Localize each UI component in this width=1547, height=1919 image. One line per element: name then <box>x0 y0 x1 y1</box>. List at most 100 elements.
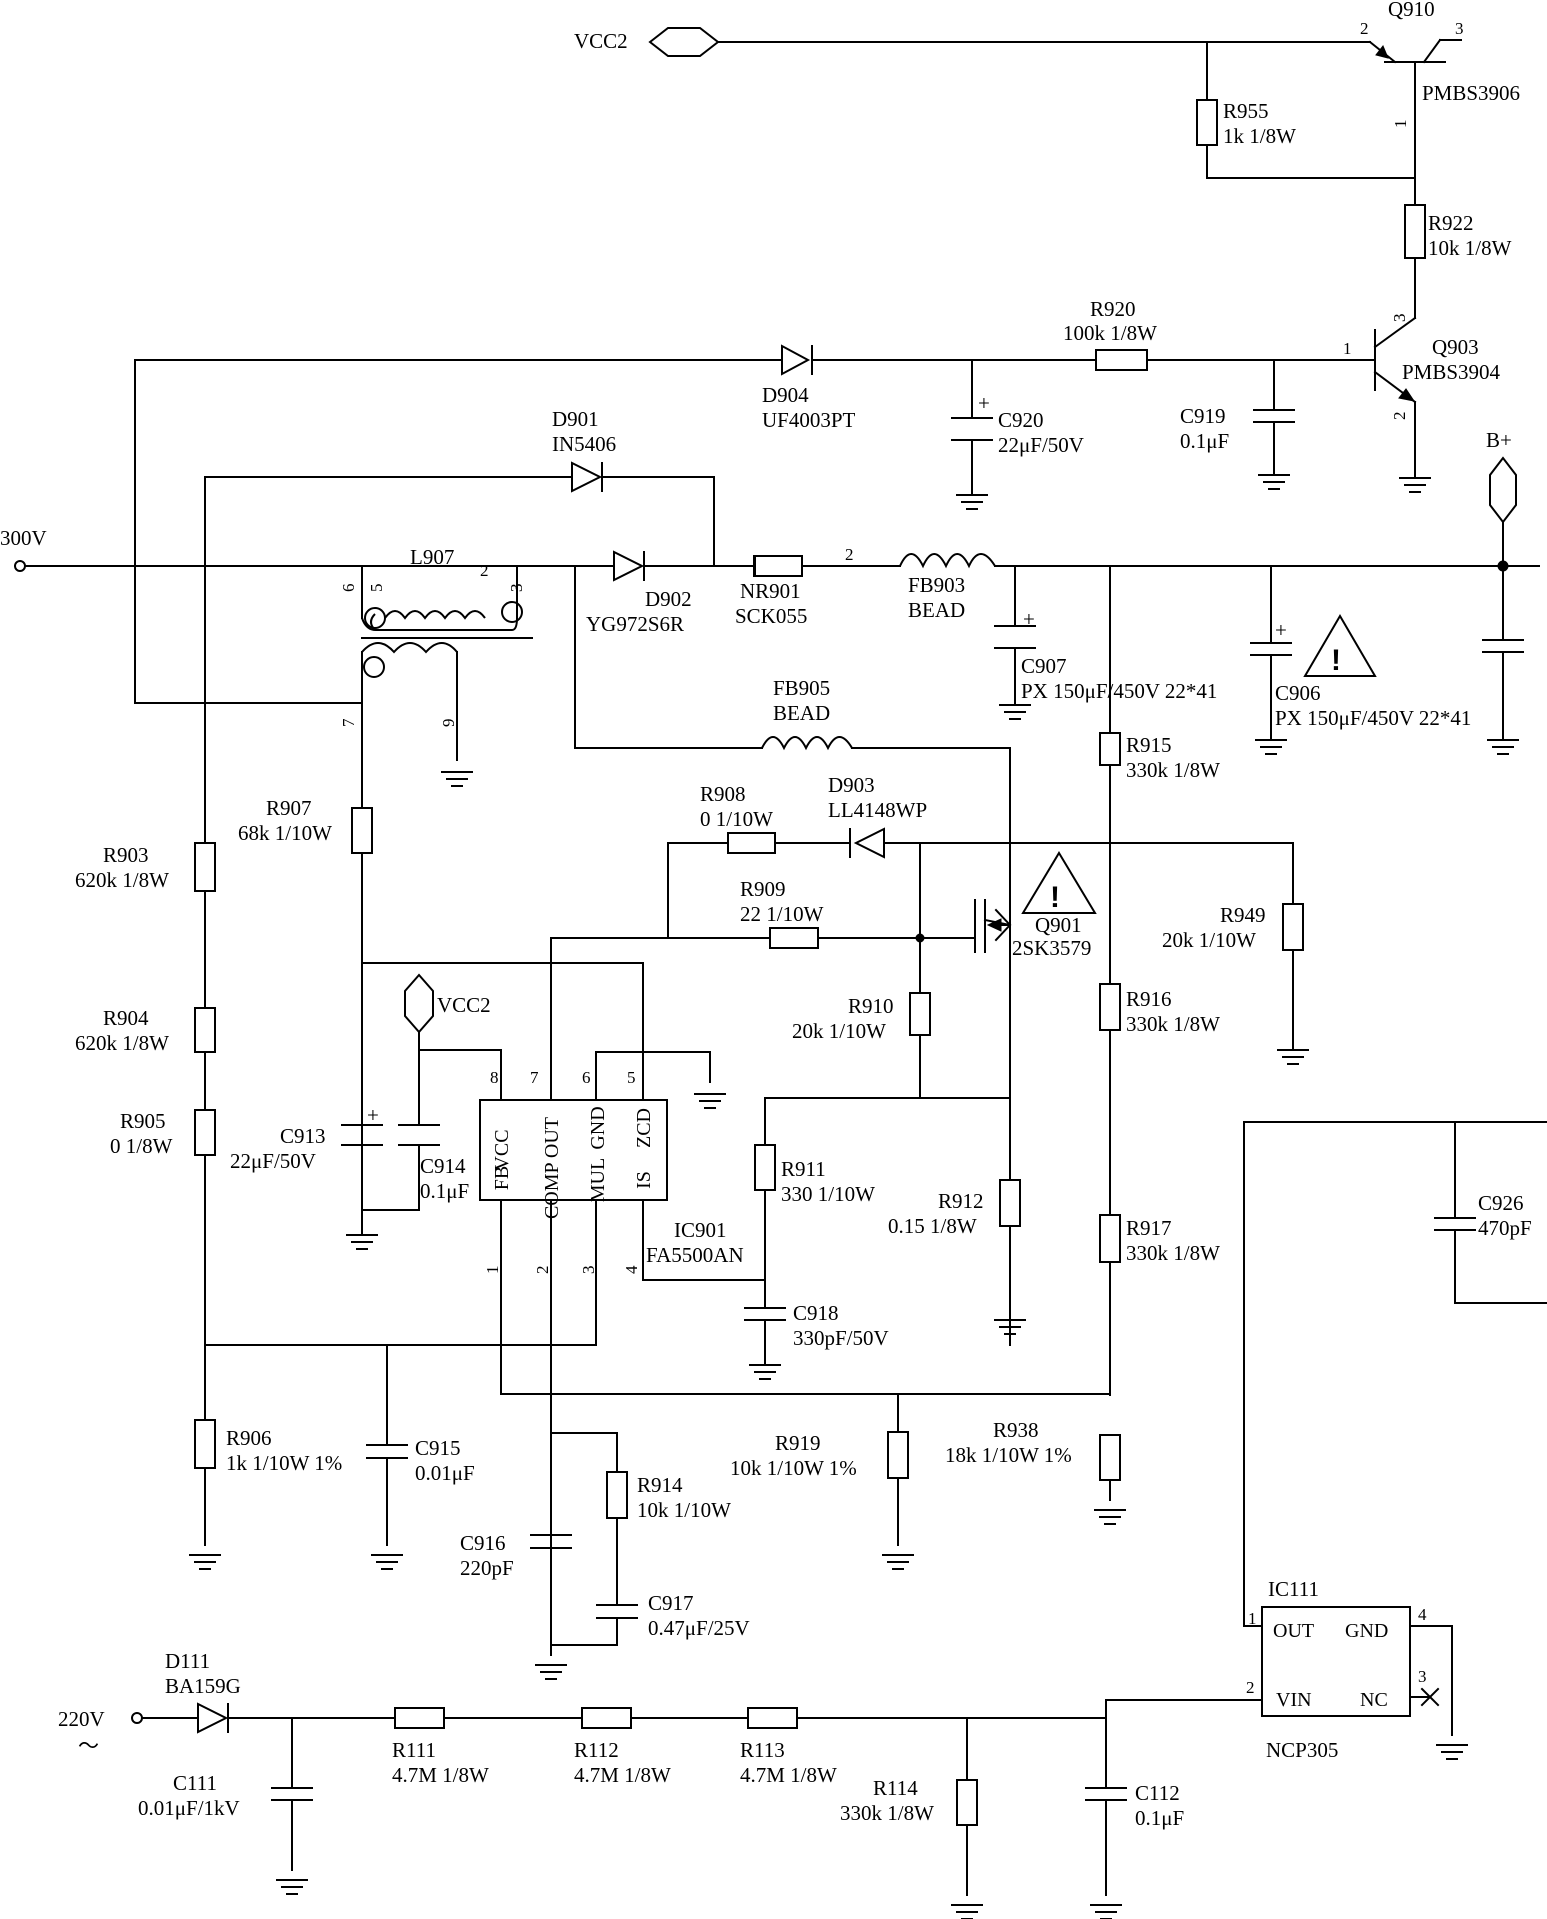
symbols <box>14 27 1524 1919</box>
polarity-plus: + <box>978 391 990 415</box>
part-value: 4.7M 1/8W <box>574 1763 671 1787</box>
part-value: 0 1/8W <box>110 1134 173 1158</box>
part-ref: R915 <box>1126 733 1172 757</box>
part-value: 620k 1/8W <box>75 868 169 892</box>
ic901-pin-8: 8 <box>490 1068 499 1087</box>
ic901-pin-name: MUL <box>587 1158 609 1202</box>
pin-label: 1 <box>1343 339 1352 358</box>
ic111-pin-name: GND <box>1345 1620 1388 1642</box>
warning-icon <box>1303 614 1377 677</box>
pin-label: 5 <box>367 584 386 593</box>
labels: VCC2 VCC2 300V B+ 220V ～ Q910 PMBS3906 2… <box>0 0 1532 1830</box>
ic111-pin-name: NC <box>1360 1689 1388 1711</box>
part-ref: R112 <box>574 1738 619 1762</box>
ic901-pin-name: IS <box>633 1171 655 1189</box>
part-value: 10k 1/10W <box>637 1498 731 1522</box>
part-value: PMBS3906 <box>1422 81 1520 105</box>
net-label-300v: 300V <box>0 526 47 550</box>
part-value: 0 1/10W <box>700 807 773 831</box>
part-value: 22μF/50V <box>230 1149 316 1173</box>
part-value: 20k 1/10W <box>1162 928 1256 952</box>
part-ref: R919 <box>775 1431 821 1455</box>
part-ref: R906 <box>226 1426 272 1450</box>
ic901-pin-6: 6 <box>582 1068 591 1087</box>
pin-label: 7 <box>339 718 358 727</box>
part-ref: R909 <box>740 877 786 901</box>
junctions <box>915 560 1509 943</box>
part-ref: R903 <box>103 843 149 867</box>
part-ref: C916 <box>460 1531 506 1555</box>
pin-label: 2 <box>1390 412 1409 421</box>
polarity-plus: + <box>1023 607 1035 631</box>
pin-label: 6 <box>339 584 358 593</box>
part-ref: R922 <box>1428 211 1474 235</box>
part-ref: FB903 <box>908 573 965 597</box>
part-value: 68k 1/10W <box>238 821 332 845</box>
part-value: 470pF <box>1478 1216 1532 1240</box>
part-value: 100k 1/8W <box>1063 321 1157 345</box>
part-value: LL4148WP <box>828 798 927 822</box>
part-value: BEAD <box>908 598 965 622</box>
part-ref: R914 <box>637 1473 683 1497</box>
cap-plates <box>271 409 1524 1801</box>
part-ref: R907 <box>266 796 312 820</box>
part-value: 330k 1/8W <box>1126 758 1220 782</box>
ic901-ref: IC901 <box>674 1218 727 1242</box>
part-ref: R912 <box>938 1189 984 1213</box>
part-value: YG972S6R <box>586 612 684 636</box>
part-value: 330k 1/8W <box>1126 1012 1220 1036</box>
part-value: 330 1/10W <box>781 1182 875 1206</box>
part-ref: R955 <box>1223 99 1269 123</box>
part-value: 0.01μF/1kV <box>138 1796 240 1820</box>
part-value: 0.1μF <box>1180 429 1229 453</box>
part-ref: R938 <box>993 1418 1039 1442</box>
part-value: 620k 1/8W <box>75 1031 169 1055</box>
part-ref: C919 <box>1180 404 1226 428</box>
ic901-pin-4: 4 <box>622 1265 641 1274</box>
part-value: 4.7M 1/8W <box>392 1763 489 1787</box>
ic111-pin-name: OUT <box>1273 1620 1314 1642</box>
part-value: 2SK3579 <box>1012 936 1091 960</box>
ic901-pin-name: VCC <box>491 1129 513 1170</box>
ic901-pin-2: 2 <box>533 1266 552 1275</box>
net-label-vcc2: VCC2 <box>574 29 628 53</box>
part-value: 0.01μF <box>415 1461 475 1485</box>
part-ref: D111 <box>165 1649 210 1673</box>
part-ref: R949 <box>1220 903 1266 927</box>
ac-symbol: ～ <box>78 1734 99 1758</box>
part-ref: C920 <box>998 408 1044 432</box>
pin-label: 3 <box>1418 1667 1427 1686</box>
ic901-value: FA5500AN <box>646 1243 744 1267</box>
part-value: 0.15 1/8W <box>888 1214 977 1238</box>
node-label: 2 <box>845 545 854 564</box>
part-ref: R916 <box>1126 987 1172 1011</box>
part-value: 4.7M 1/8W <box>740 1763 837 1787</box>
ic901-pin-name: ZCD <box>633 1108 655 1148</box>
part-ref: D904 <box>762 383 809 407</box>
part-value: 18k 1/10W 1% <box>945 1443 1072 1467</box>
part-ref: C926 <box>1478 1191 1524 1215</box>
ic901-pin-3: 3 <box>579 1266 598 1275</box>
part-value: 330k 1/8W <box>840 1801 934 1825</box>
pin-label: 2 <box>1246 1678 1255 1697</box>
part-ref: Q910 <box>1388 0 1435 21</box>
warning-mark: ! <box>1050 881 1060 914</box>
part-ref: R910 <box>848 994 894 1018</box>
part-value: 22 1/10W <box>740 902 824 926</box>
part-ref: L907 <box>410 545 454 569</box>
part-value: 10k 1/8W <box>1428 236 1512 260</box>
ic901-pin-name: COMP OUT <box>541 1117 563 1219</box>
pin-label: 3 <box>1455 19 1464 38</box>
part-value: 22μF/50V <box>998 433 1084 457</box>
part-ref: R111 <box>392 1738 436 1762</box>
part-ref: R911 <box>781 1157 826 1181</box>
warning-mark: ! <box>1331 644 1341 677</box>
part-ref: C915 <box>415 1436 461 1460</box>
pin-label: 9 <box>439 719 458 728</box>
part-value: 20k 1/10W <box>792 1019 886 1043</box>
part-ref: R904 <box>103 1006 149 1030</box>
ic901-body <box>479 1099 668 1201</box>
warning-icon <box>1021 851 1097 914</box>
part-ref: R113 <box>740 1738 785 1762</box>
part-ref: C112 <box>1135 1781 1180 1805</box>
